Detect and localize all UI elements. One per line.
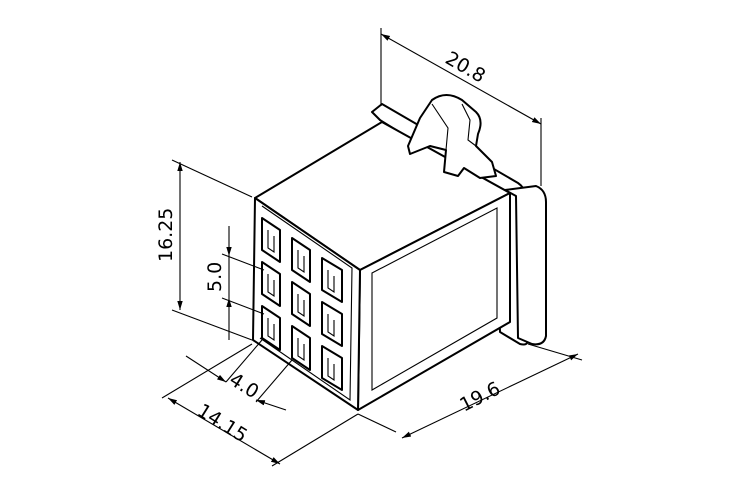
lance: [327, 270, 335, 382]
connector-housing: [252, 94, 547, 411]
cavity: [321, 257, 343, 303]
rear-flange-plate: [504, 185, 547, 346]
cavity-grid: [261, 217, 343, 391]
cavity: [261, 261, 281, 307]
side-face-recess: [371, 207, 498, 391]
lance: [297, 250, 305, 362]
cavity: [291, 325, 311, 371]
dim-depth: 19.6: [456, 378, 504, 417]
cavity: [321, 301, 343, 347]
cavity: [261, 305, 281, 351]
cavity: [261, 217, 281, 263]
dim-vertical-pitch: 5.0: [204, 262, 226, 292]
dim-front-width: 14.15: [193, 400, 251, 447]
dim-horizontal-pitch: 4.0: [225, 369, 262, 404]
dimension-lines: [161, 28, 583, 467]
dim-height: 16.25: [155, 208, 177, 262]
cavity: [321, 345, 343, 391]
front-face-inner-edge: [259, 205, 353, 402]
cavity: [291, 237, 311, 283]
cavity: [291, 281, 311, 327]
lance: [267, 230, 275, 342]
